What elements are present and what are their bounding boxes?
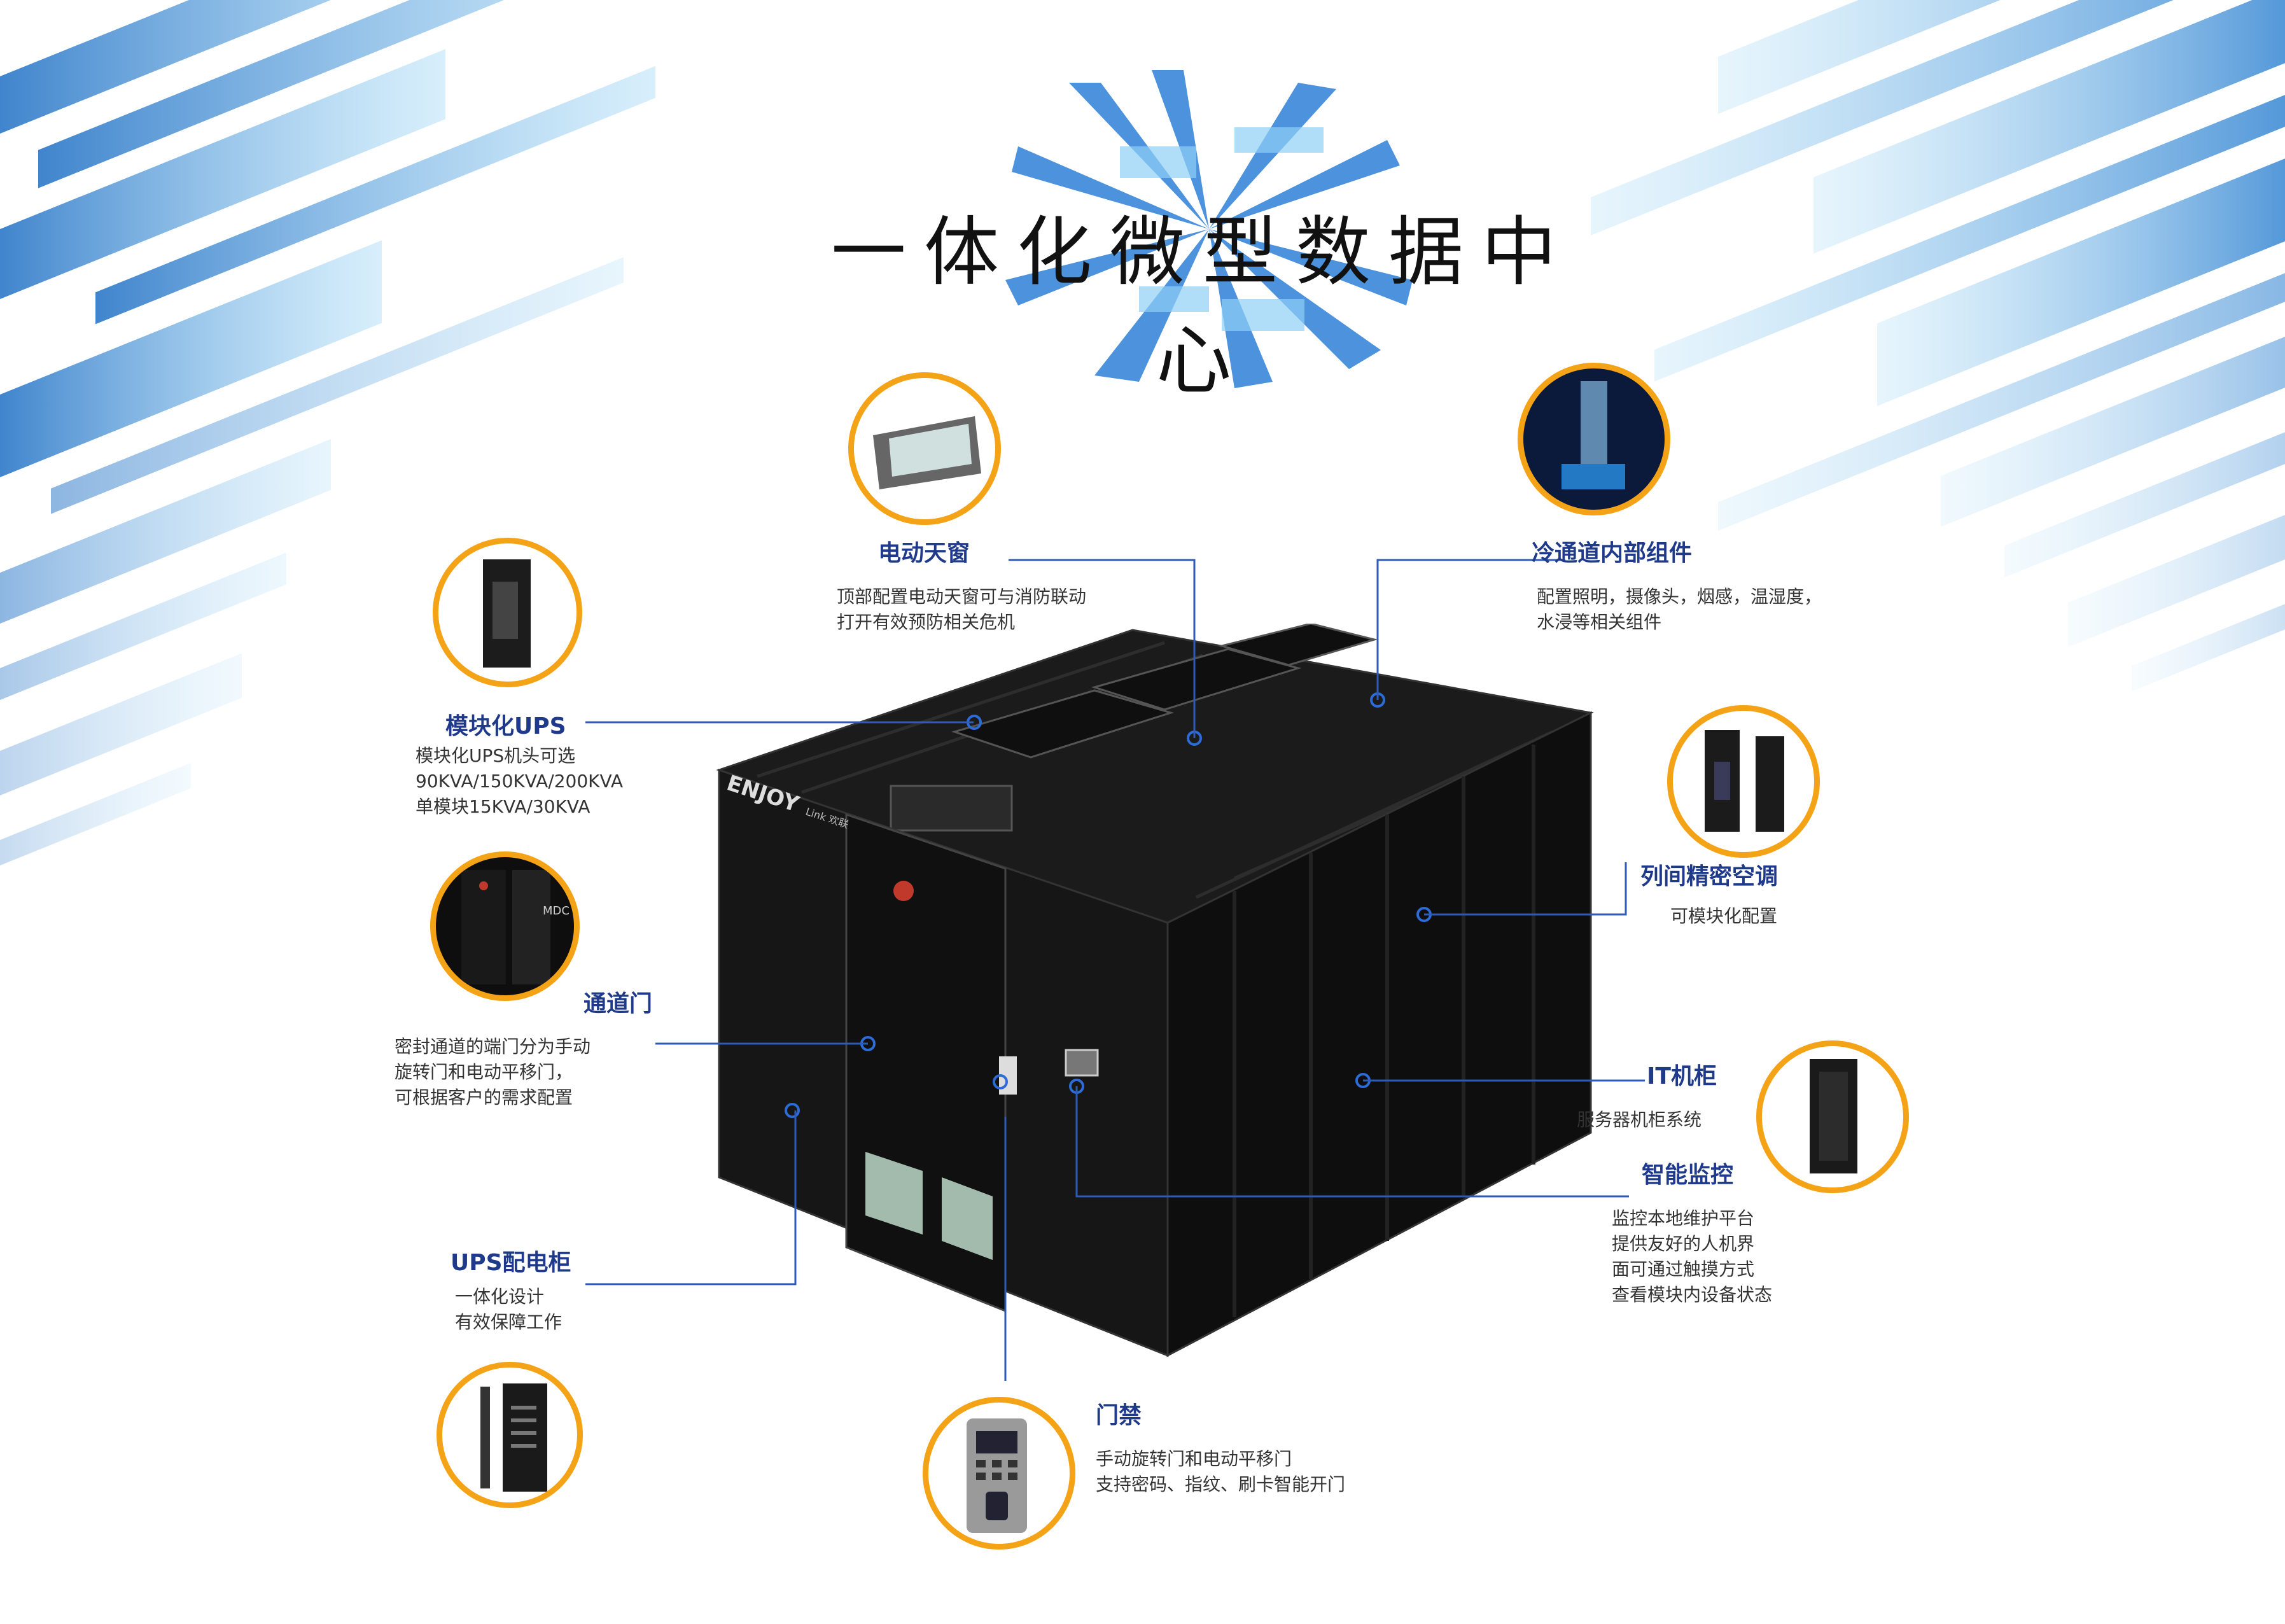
desc-line: 90KVA/150KVA/200KVA (416, 771, 624, 792)
feature-title-it-cabinet: IT机柜 (1647, 1063, 1717, 1089)
feature-title-ups-dist: UPS配电柜 (451, 1250, 571, 1276)
it-cabinet-image (1756, 1040, 1909, 1193)
desc-line: 手动旋转门和电动平移门 (1096, 1448, 1292, 1469)
desc-line: 提供友好的人机界 (1612, 1233, 1755, 1254)
modular-ups-image (433, 538, 582, 687)
feature-desc-access-control: 手动旋转门和电动平移门 支持密码、指纹、刷卡智能开门 (1096, 1446, 1345, 1497)
desc-line: 单模块15KVA/30KVA (416, 796, 590, 817)
desc-line: 支持密码、指纹、刷卡智能开门 (1096, 1474, 1346, 1495)
feature-desc-cold-aisle: 配置照明，摄像头，烟感，温湿度， 水浸等相关组件 (1537, 584, 1822, 635)
desc-line: 可模块化配置 (1670, 906, 1778, 927)
desc-line: 打开有效预防相关危机 (837, 612, 1016, 633)
page-title: 一体化微型数据中心 (830, 208, 1574, 405)
feature-desc-ups-dist: 一体化设计 有效保障工作 (455, 1284, 562, 1335)
aisle-door-image: MDC (430, 851, 580, 1001)
feature-desc-modular-ups: 模块化UPS机头可选 90KVA/150KVA/200KVA 单模块15KVA/… (416, 743, 623, 820)
cold-aisle-image (1518, 363, 1670, 515)
feature-title-access-control: 门禁 (1096, 1403, 1142, 1429)
desc-line: 一体化设计 (455, 1286, 545, 1307)
desc-line: 有效保障工作 (455, 1312, 563, 1333)
desc-line: 水浸等相关组件 (1537, 612, 1662, 633)
skylight-image (848, 372, 1001, 525)
desc-line: 旋转门和电动平移门， (395, 1061, 573, 1082)
feature-desc-it-cabinet: 服务器机柜系统 (1577, 1107, 1702, 1133)
feature-title-aisle-door: 通道门 (583, 991, 653, 1017)
desc-line: 服务器机柜系统 (1577, 1109, 1702, 1130)
desc-line: 可根据客户的需求配置 (395, 1087, 573, 1108)
desc-line: 面可通过触摸方式 (1612, 1259, 1755, 1280)
feature-desc-precision-ac: 可模块化配置 (1670, 904, 1777, 929)
feature-title-cold-aisle: 冷通道内部组件 (1532, 540, 1693, 566)
feature-title-precision-ac: 列间精密空调 (1640, 864, 1778, 890)
feature-desc-monitor: 监控本地维护平台 提供友好的人机界 面可通过触摸方式 查看模块内设备状态 (1612, 1206, 1772, 1308)
feature-desc-aisle-door: 密封通道的端门分为手动 旋转门和电动平移门， 可根据客户的需求配置 (395, 1034, 590, 1110)
desc-line: 模块化UPS机头可选 (416, 745, 576, 766)
mdc-label: MDC (543, 904, 570, 918)
title-burst (1005, 70, 1413, 388)
access-control-image (923, 1397, 1075, 1550)
ups-dist-image (437, 1362, 583, 1508)
desc-line: 监控本地维护平台 (1612, 1208, 1755, 1229)
feature-title-skylight: 电动天窗 (878, 540, 970, 566)
feature-desc-skylight: 顶部配置电动天窗可与消防联动 打开有效预防相关危机 (837, 584, 1086, 635)
desc-line: 密封通道的端门分为手动 (395, 1036, 591, 1057)
desc-line: 配置照明，摄像头，烟感，温湿度， (1537, 586, 1822, 607)
precision-ac-image (1667, 705, 1820, 858)
desc-line: 顶部配置电动天窗可与消防联动 (837, 586, 1087, 607)
feature-title-modular-ups: 模块化UPS (445, 713, 566, 739)
feature-title-monitor: 智能监控 (1642, 1162, 1734, 1188)
desc-line: 查看模块内设备状态 (1612, 1284, 1773, 1305)
